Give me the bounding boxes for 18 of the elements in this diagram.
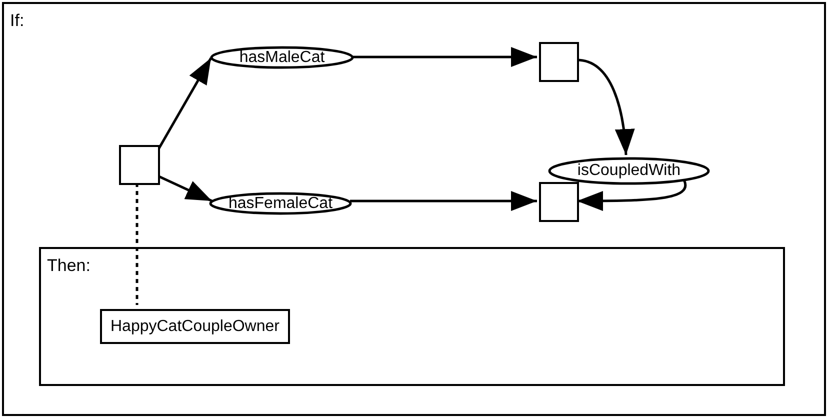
node-label: hasFemaleCat [228,194,333,214]
variable-box [539,42,579,82]
variable-box [539,182,579,222]
property-ellipse [210,46,354,69]
dashed-connector [136,183,138,305]
arrow [577,180,687,211]
property-ellipse [548,157,710,185]
class-box [100,309,290,344]
conclusion-frame [39,247,785,386]
property-ellipse [209,192,352,215]
arrow [350,191,537,211]
arrow [352,47,537,67]
node-label: HappyCatCoupleOwner [110,316,280,336]
section-label: Then: [47,256,90,275]
node-label: isCoupledWith [577,161,681,181]
section-label: If: [10,11,24,30]
variable-box [119,145,160,185]
node-label: hasMaleCat [239,48,325,68]
